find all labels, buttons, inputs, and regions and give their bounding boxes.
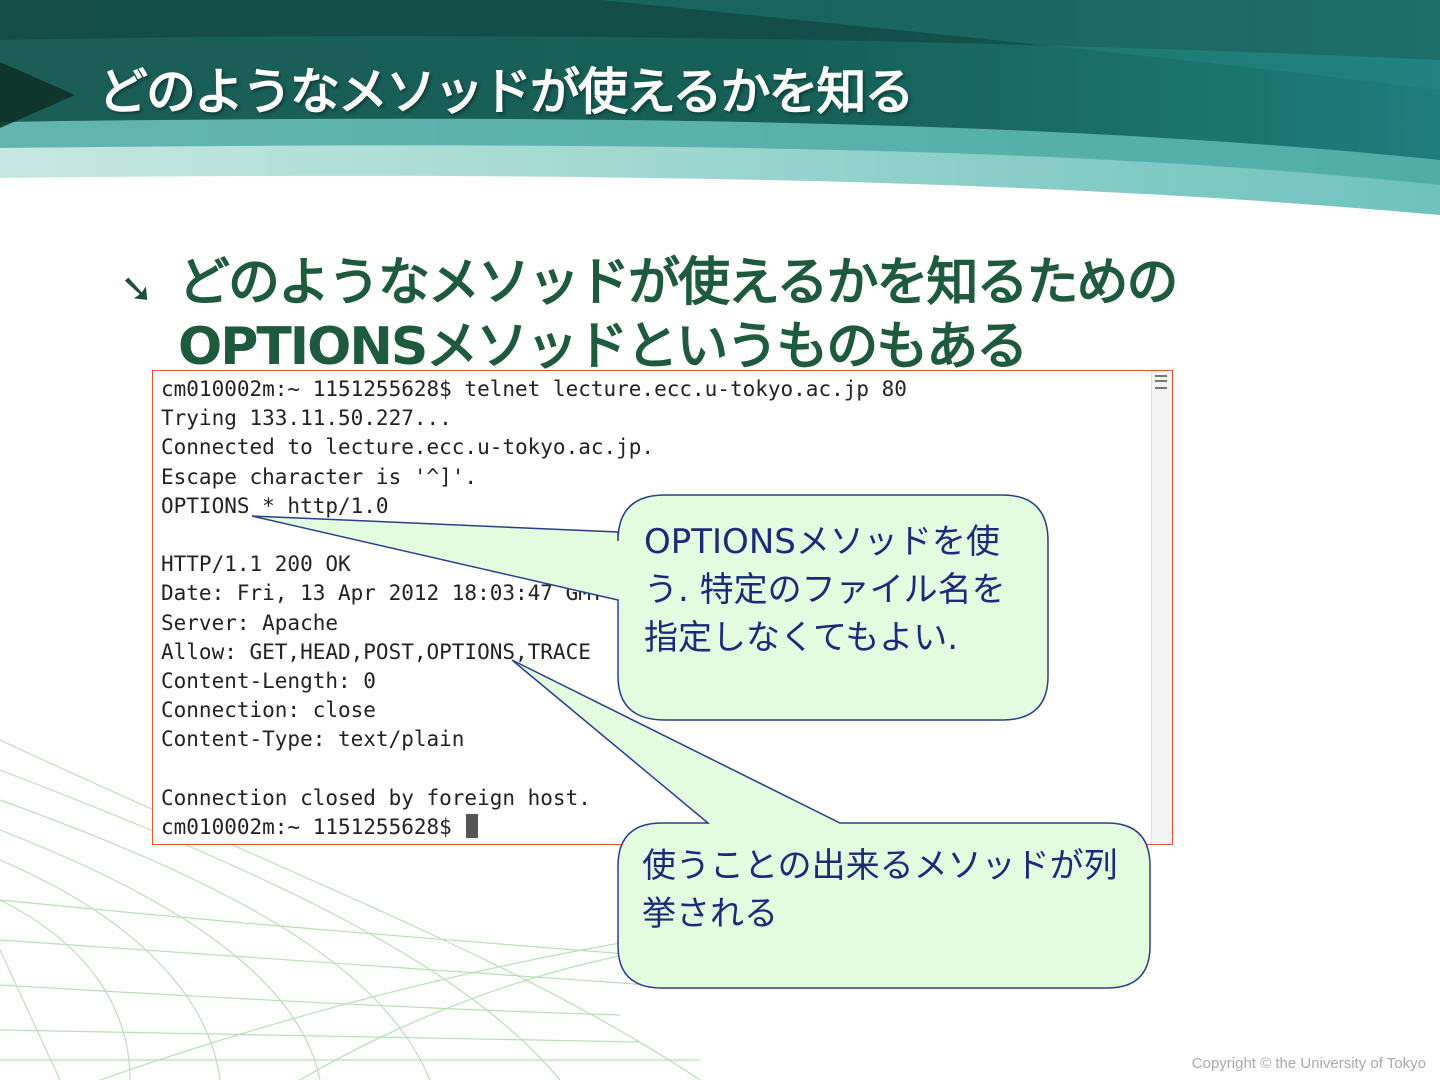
terminal-line: Connected to lecture.ecc.u-tokyo.ac.jp. <box>161 435 655 460</box>
terminal-cursor <box>466 813 479 838</box>
terminal-line: Escape character is '^]'. <box>161 464 478 489</box>
terminal-line: cm010002m:~ 1151255628$ telnet lecture.e… <box>161 377 907 401</box>
curved-arrow-icon: ➘ <box>120 266 154 312</box>
callout-options-note-text: OPTIONSメソッドを使う. 特定のファイル名を指定しなくてもよい. <box>644 522 1006 658</box>
terminal-line: Trying 133.11.50.227... <box>161 406 452 431</box>
callout-allow-note-text: 使うことの出来るメソッドが列挙される <box>642 846 1118 934</box>
decorative-grid-lines <box>0 739 701 1080</box>
bullet-text-line-2: OPTIONSメソッドというものもある <box>178 317 1028 377</box>
terminal-line: Content-Type: text/plain <box>161 727 465 752</box>
scrollbar-handle-icon[interactable] <box>1155 375 1167 389</box>
terminal-line <box>161 754 907 783</box>
terminal-prompt: cm010002m:~ 1151255628$ <box>161 814 465 839</box>
terminal-line: Content-Length: 0 <box>161 668 376 693</box>
slide-title: どのようなメソッドが使えるかを知る <box>98 63 914 121</box>
header-band <box>0 0 1440 215</box>
terminal-line: Connection closed by foreign host. <box>161 785 591 810</box>
terminal-scrollbar[interactable] <box>1151 371 1172 844</box>
terminal-line: Connection: close <box>161 698 376 723</box>
bullet-text-line-1: どのようなメソッドが使えるかを知るための <box>178 253 1178 313</box>
terminal-line: OPTIONS * http/1.0 <box>161 493 389 518</box>
copyright-footer: Copyright © the University of Tokyo <box>1191 1055 1426 1072</box>
terminal-prompt-line: cm010002m:~ 1151255628$ <box>161 813 907 842</box>
